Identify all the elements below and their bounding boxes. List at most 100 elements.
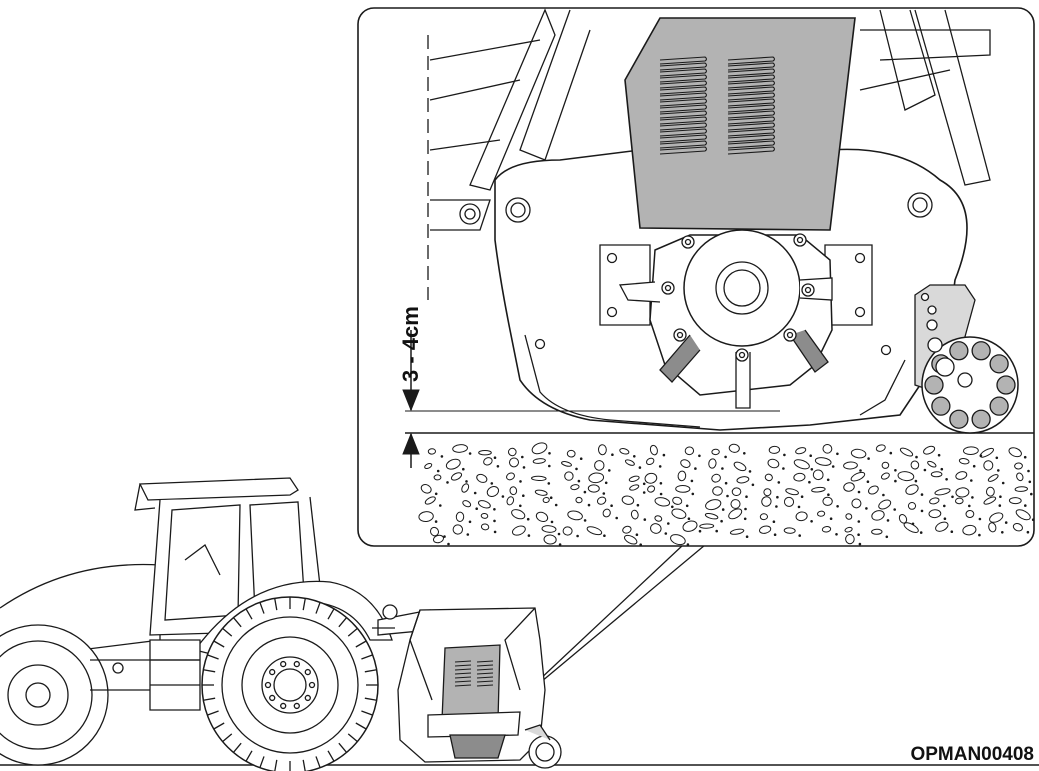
soil-grain	[978, 517, 982, 521]
soil-grain	[583, 490, 587, 494]
soil-pebble	[594, 460, 605, 471]
soil-pebble	[923, 445, 936, 455]
soil-grain	[547, 482, 551, 485]
soil-grain	[721, 508, 725, 511]
vent-slot	[659, 128, 708, 137]
soil-pebble	[630, 509, 639, 520]
soil-pebble	[928, 509, 942, 519]
soil-pebble	[461, 483, 470, 493]
tire-tread	[222, 733, 233, 743]
soil-pebble	[761, 496, 772, 507]
soil-pebble	[671, 508, 687, 519]
soil-grain	[923, 468, 927, 472]
soil-grain	[865, 507, 868, 510]
soil-pebble	[711, 473, 721, 483]
soil-pebble	[432, 534, 445, 544]
vent-slot	[727, 128, 776, 137]
soil-pebble	[543, 534, 557, 545]
soil-pebble	[445, 458, 461, 470]
soil-pebble	[480, 523, 490, 531]
soil-pebble	[795, 447, 807, 455]
soil-pebble	[845, 534, 855, 545]
tire-tread	[315, 756, 321, 768]
soil-grain	[436, 469, 440, 473]
soil-grain	[604, 481, 608, 485]
soil-pebble	[478, 450, 492, 456]
soil-grain	[937, 453, 941, 457]
soil-grain	[521, 455, 524, 459]
soil-pebble	[1008, 497, 1022, 505]
soil-grain	[1027, 469, 1030, 473]
soil-grain	[440, 455, 444, 458]
roller-spike	[949, 409, 969, 429]
soil-pebble	[729, 528, 745, 535]
soil-grain	[468, 452, 472, 455]
soil-pebble	[871, 510, 885, 521]
mini-vent-slot	[454, 664, 472, 667]
gray-protective-cover	[624, 17, 856, 231]
soil-grain	[493, 456, 497, 460]
soil-pebble	[763, 488, 772, 497]
vent-slot	[659, 134, 708, 143]
soil-pebble	[783, 496, 795, 507]
vent-slot	[727, 68, 776, 77]
soil-grain	[465, 480, 468, 483]
soil-pebble	[850, 471, 866, 482]
rotor-bolt-center	[738, 351, 746, 359]
vent-slot	[659, 104, 708, 113]
cab-step	[149, 639, 201, 711]
soil-pebble	[899, 447, 914, 457]
soil-pebble	[512, 525, 526, 536]
roller-spike	[971, 409, 991, 429]
soil-grain	[439, 504, 442, 507]
soil-pebble	[793, 472, 806, 482]
soil-pebble	[905, 484, 919, 495]
soil-pebble	[985, 486, 995, 497]
soil-grain	[857, 533, 860, 537]
soil-grain	[615, 516, 619, 520]
soil-pebble	[508, 447, 517, 457]
soil-pebble	[764, 473, 773, 482]
rotor-bolt-center	[804, 286, 812, 294]
rotor-bolt	[673, 328, 687, 342]
tire-tread	[274, 598, 278, 611]
soil-grain	[575, 467, 578, 471]
soil-grain	[636, 503, 640, 507]
soil-pebble	[958, 458, 970, 465]
soil-pebble	[878, 499, 892, 510]
soil-grain	[577, 479, 581, 483]
soil-pebble	[871, 528, 883, 535]
vent-slot	[727, 86, 776, 95]
rotor-bolt	[735, 348, 749, 362]
vent-slot	[659, 122, 708, 131]
tire-tread	[207, 654, 219, 660]
vent-slot	[727, 98, 776, 107]
soil-pebble	[821, 526, 832, 533]
soil-pebble	[433, 474, 442, 481]
rotor-bolt-center	[684, 238, 692, 246]
soil-pebble	[506, 496, 515, 506]
wheel-lug	[293, 702, 300, 710]
soil-pebble	[629, 484, 640, 491]
soil-grain	[462, 467, 465, 471]
drawing-code-label: OPMAN00408	[910, 744, 1034, 765]
tire-tread	[327, 750, 335, 762]
soil-grain	[557, 532, 561, 536]
soil-grain	[726, 494, 729, 498]
soil-pebble	[506, 472, 515, 481]
soil-grain	[519, 480, 522, 483]
soil-pebble	[476, 473, 488, 483]
soil-pebble	[418, 511, 434, 523]
soil-pebble	[705, 499, 722, 511]
soil-pebble	[427, 448, 436, 455]
soil-grain	[826, 478, 830, 482]
soil-pebble	[621, 495, 635, 505]
soil-pebble	[567, 510, 583, 521]
roller-spike	[924, 375, 944, 395]
soil-grain	[638, 466, 642, 469]
roller-spike	[989, 396, 1009, 416]
soil-grain	[549, 496, 553, 500]
soil-grain	[548, 464, 551, 468]
soil-grain	[857, 520, 861, 523]
vent-slot	[727, 134, 776, 143]
